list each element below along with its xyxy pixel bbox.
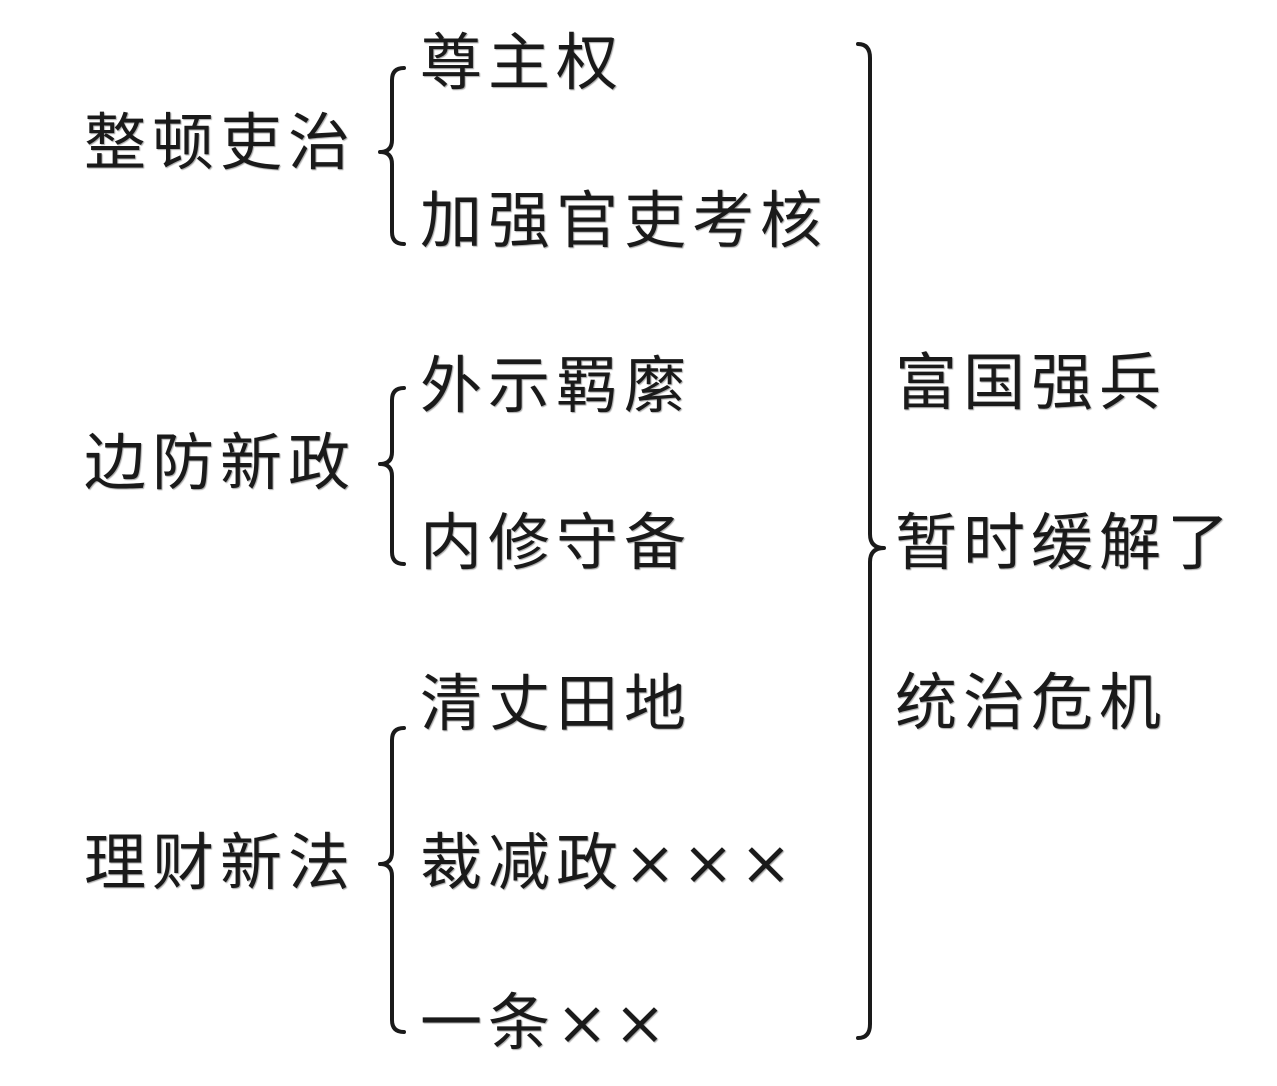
item-label: 内修守备 [420, 506, 693, 579]
right-brace [856, 42, 886, 1040]
category-label: 边防新政 [84, 426, 357, 499]
result-line: 富国强兵 [895, 346, 1168, 419]
item-label: 裁减政××× [420, 826, 798, 899]
item-label: 加强官吏考核 [420, 184, 829, 257]
item-label: 尊主权 [420, 26, 625, 99]
category-label: 理财新法 [84, 826, 357, 899]
left-brace [378, 386, 406, 566]
category-label: 整顿吏治 [84, 106, 357, 179]
left-brace [378, 726, 406, 1034]
item-label: 一条×× [420, 986, 672, 1059]
item-label: 清丈田地 [420, 667, 693, 740]
left-brace [378, 66, 406, 246]
item-label: 外示羁縻 [420, 349, 693, 422]
result-line: 统治危机 [895, 666, 1168, 739]
result-line: 暂时缓解了 [895, 506, 1236, 579]
